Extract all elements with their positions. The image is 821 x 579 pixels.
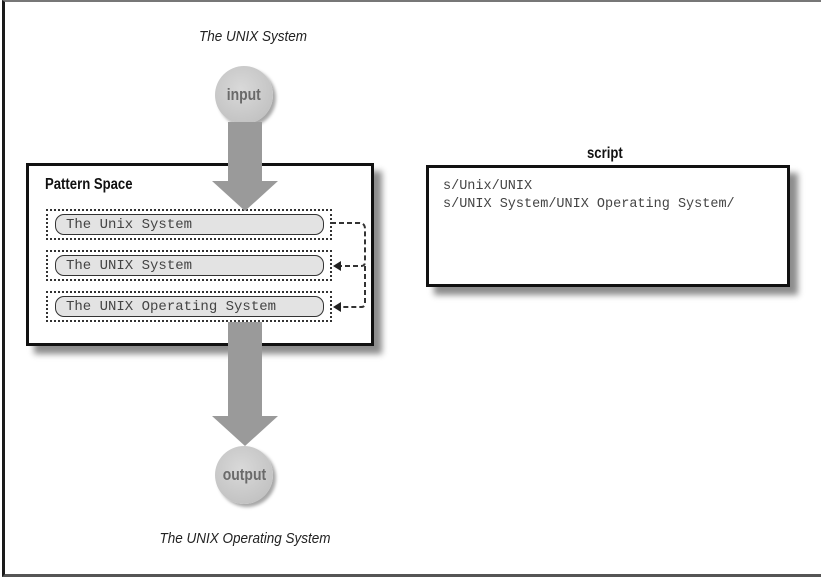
arrowhead-icon (333, 302, 341, 312)
output-arrow-head (212, 416, 278, 446)
input-node: input (215, 66, 273, 124)
output-arrow-shaft (228, 322, 262, 418)
substitution-connector (331, 222, 366, 312)
pattern-row: The Unix System (46, 209, 332, 240)
input-arrow-head-overlay (212, 181, 278, 211)
script-box: s/Unix/UNIX s/UNIX System/UNIX Operating… (426, 165, 790, 287)
script-line: s/UNIX System/UNIX Operating System/ (443, 197, 735, 212)
arrowhead-icon (333, 261, 341, 271)
pattern-row-text: The UNIX Operating System (55, 296, 324, 317)
pattern-row-text: The UNIX System (55, 255, 324, 276)
script-line: s/Unix/UNIX (443, 179, 533, 194)
input-label: input (226, 85, 262, 104)
pattern-space-box: Pattern Space The Unix System The UNIX S… (26, 163, 374, 346)
connector-path (331, 222, 366, 267)
pattern-row-text: The Unix System (55, 214, 324, 235)
output-label: output (222, 465, 266, 484)
input-caption: The UNIX System (198, 28, 308, 45)
output-node: output (215, 446, 273, 504)
script-title: script (587, 145, 623, 162)
input-arrow-shaft-inner (228, 163, 262, 183)
pattern-row: The UNIX Operating System (46, 291, 332, 322)
connector-path (341, 266, 366, 308)
output-caption: The UNIX Operating System (159, 530, 331, 547)
pattern-space-title: Pattern Space (45, 176, 133, 193)
pattern-row: The UNIX System (46, 250, 332, 281)
